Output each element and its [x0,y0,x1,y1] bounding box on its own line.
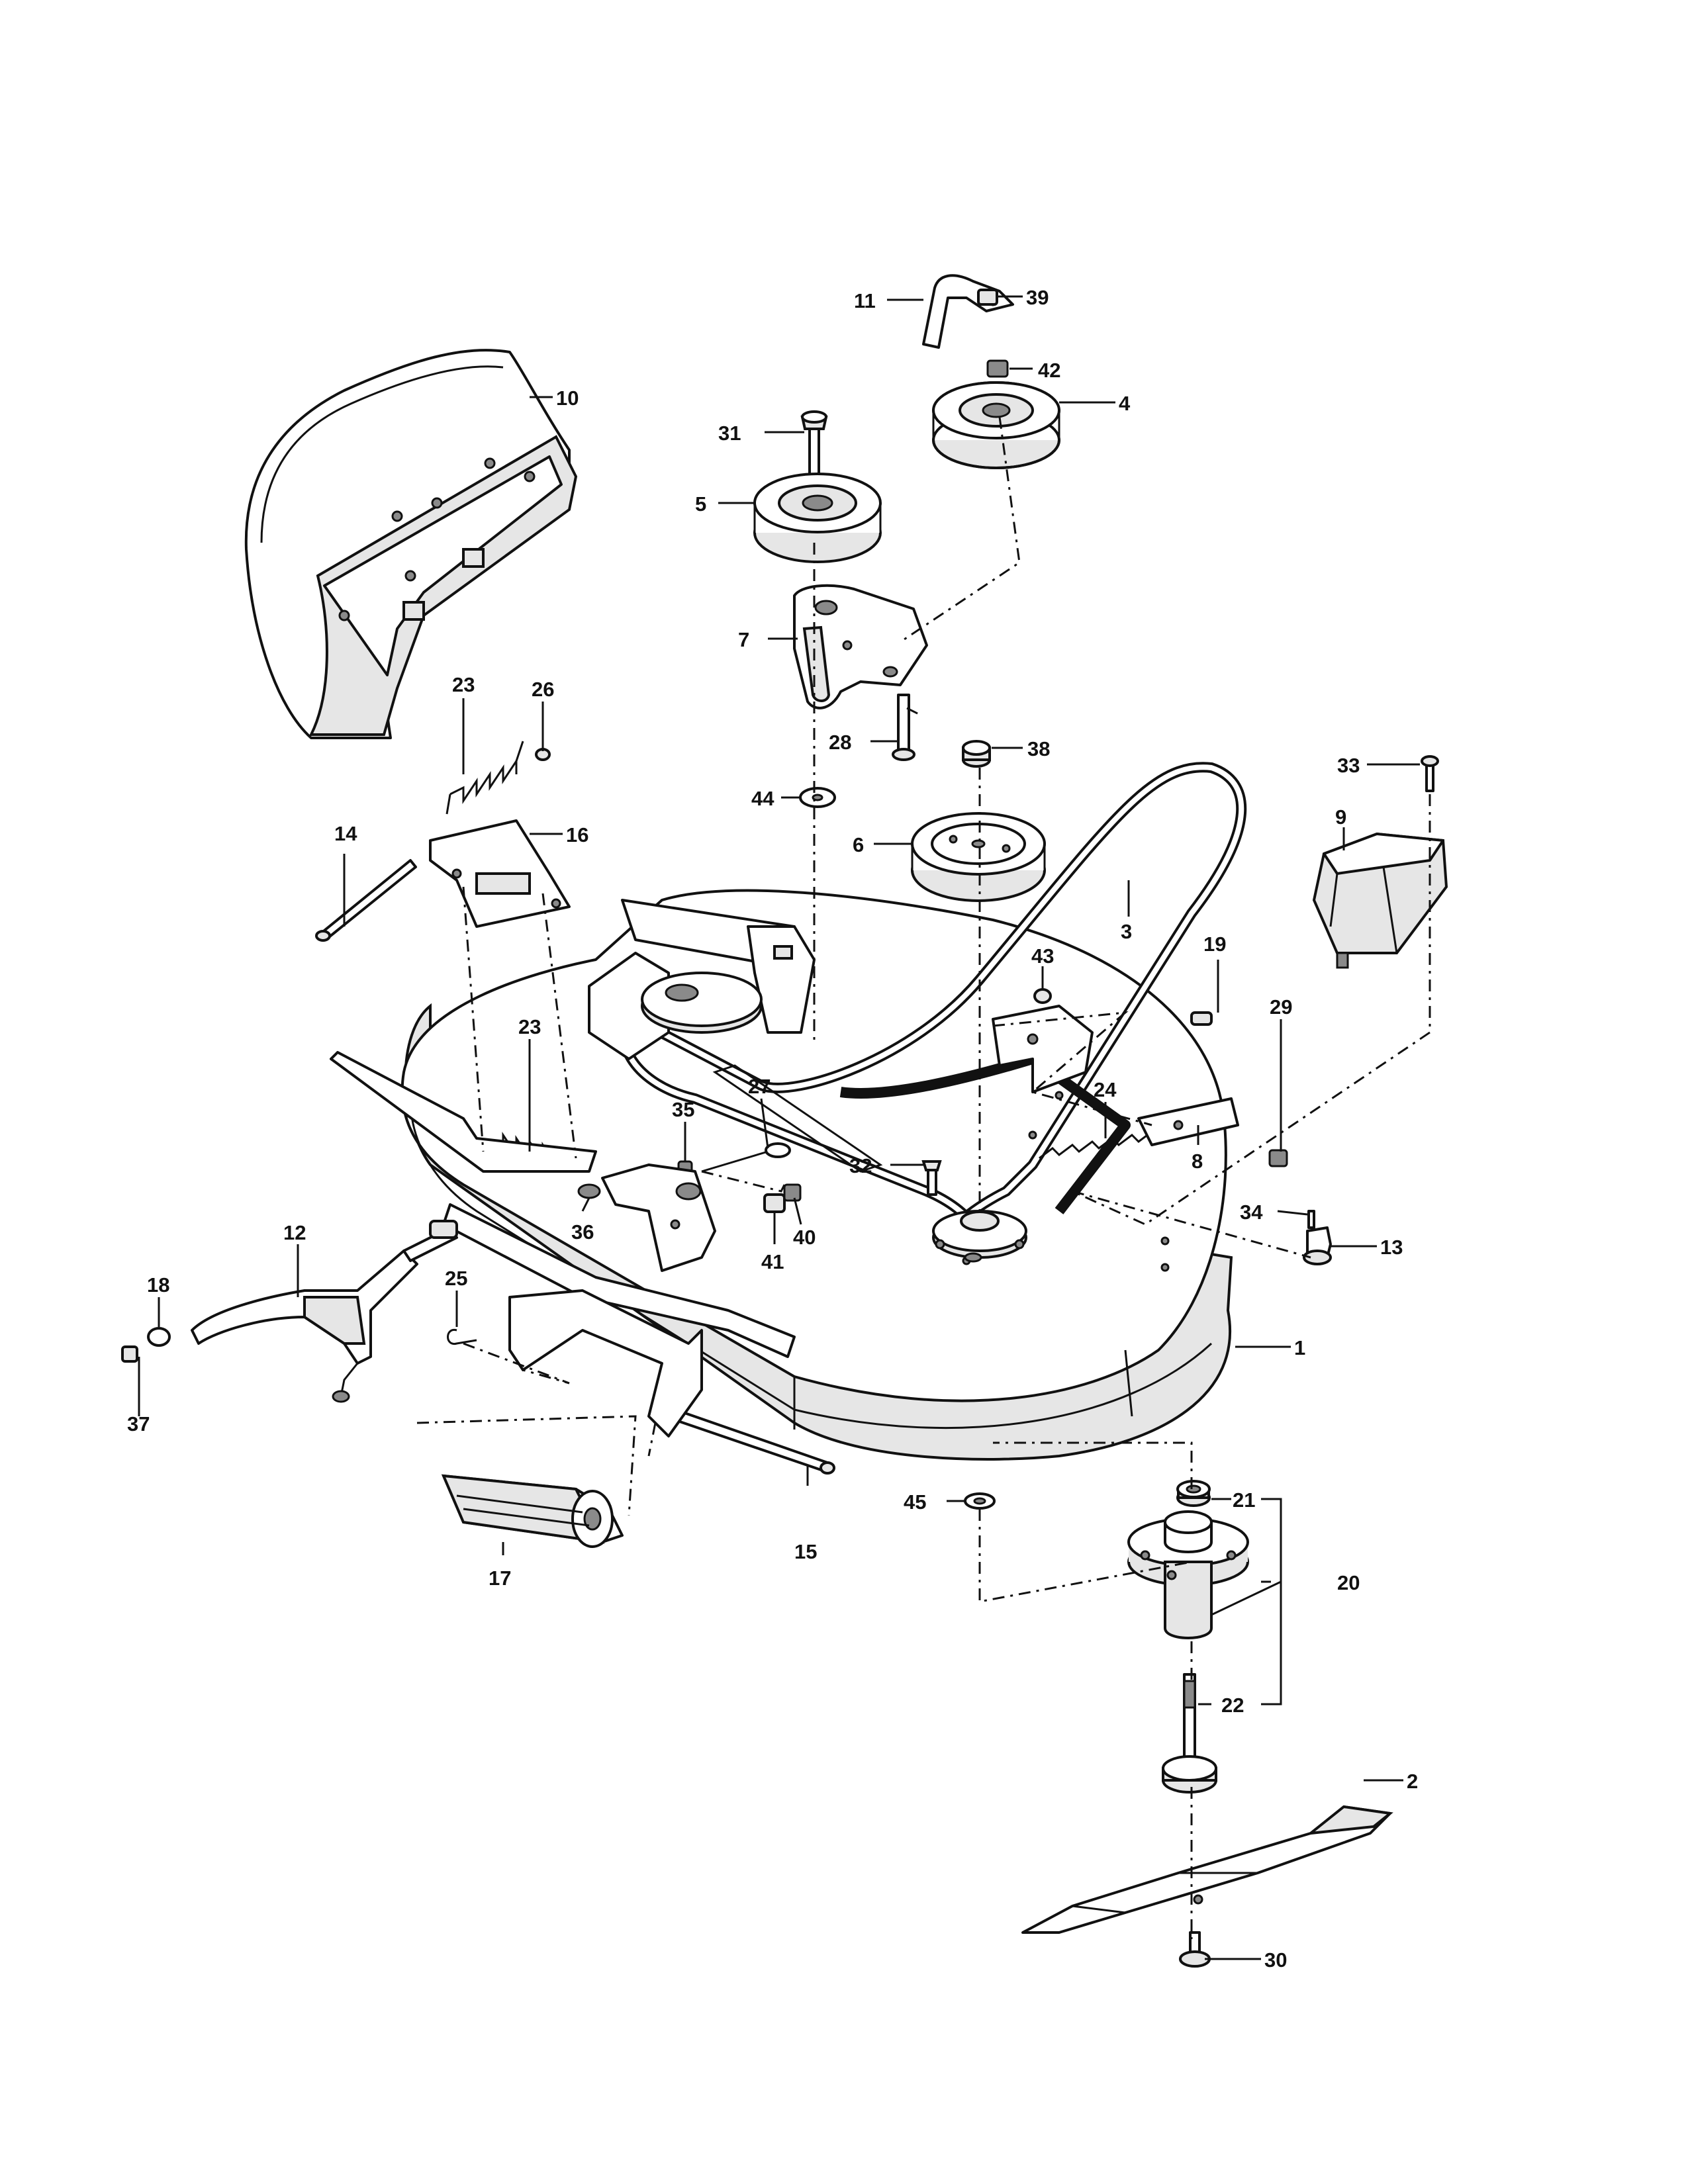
part-9-belt-cover [1312,832,1448,969]
part-13-gauge-wheel-stud [1303,1226,1332,1265]
part-11-idler-arm-lever [922,274,1014,349]
part-42-nut [986,359,1009,378]
part-41-nut [763,1193,786,1213]
callout-14: 14 [334,822,357,845]
part-21-bearing [1176,1480,1211,1507]
part-38-nut [962,740,991,768]
callout-11: 11 [854,289,876,312]
part-2-mower-blade [1021,1805,1393,1934]
part-4-idler-pulley [932,381,1060,469]
deck-pivot-bracket [601,1163,716,1272]
callout-1: 1 [1294,1336,1305,1359]
callout-40: 40 [793,1226,816,1249]
callout-28: 28 [829,731,851,754]
callout-9: 9 [1335,805,1346,829]
part-44-washer [799,787,836,808]
callout-33: 33 [1337,754,1360,777]
part-6-drive-pulley [911,812,1046,902]
deck-front-bar [442,1203,796,1358]
callout-4: 4 [1119,392,1131,415]
callout-37: 37 [127,1412,150,1435]
callout-20: 20 [1337,1571,1360,1594]
callout-7: 7 [738,628,749,651]
part-17-anti-scalp-roller [441,1474,624,1548]
callout-24: 24 [1094,1078,1117,1101]
part-18-washer [147,1327,171,1347]
callout-41: 41 [761,1250,784,1273]
callout-25: 25 [445,1267,467,1290]
callout-18: 18 [147,1273,169,1297]
part-25-hairpin-clip [447,1329,477,1345]
callout-8: 8 [1192,1150,1203,1173]
callout-22: 22 [1221,1694,1244,1717]
callout-10: 10 [556,387,579,410]
callout-34: 34 [1240,1201,1263,1224]
callout-29: 29 [1270,995,1292,1019]
part-5-idler-pulley [753,473,882,563]
callout-39: 39 [1026,286,1049,309]
callout-45: 45 [904,1490,926,1514]
callout-12: 12 [283,1221,306,1244]
callout-leader-lines [138,295,1420,1960]
callout-2: 2 [1407,1770,1418,1793]
part-45-nut [964,1492,996,1510]
callout-6: 6 [853,833,864,856]
callout-32: 32 [849,1154,872,1177]
part-1-mower-deck [400,889,1233,1461]
callout-5: 5 [695,492,706,516]
part-15-rod [673,1408,835,1475]
part-43-washer [1033,988,1052,1004]
part-37-nut [121,1345,138,1363]
part-34-screw [1307,1210,1315,1229]
callout-21: 21 [1233,1488,1255,1512]
callout-19: 19 [1203,933,1226,956]
callout-15: 15 [794,1540,817,1563]
part-40-nut [783,1183,802,1202]
part-29-nut [1268,1149,1288,1167]
callout-36: 36 [571,1220,594,1244]
callout-42: 42 [1038,359,1060,382]
part-12-front-link [191,1220,458,1403]
part-10-discharge-chute [244,349,578,739]
callout-31: 31 [718,422,741,445]
callout-43: 43 [1031,944,1054,968]
spring-bracket [992,1005,1094,1093]
part-20-spindle-housing [1127,1510,1249,1639]
part-8-bracket [1137,1097,1239,1146]
part-7-idler-bracket [793,584,928,709]
callout-17: 17 [489,1567,511,1590]
part-32-bolt [921,1160,942,1196]
callout-23b: 23 [518,1015,541,1038]
part-31-bolt [800,410,828,484]
lift-arm [330,1051,597,1173]
deck-hanger-brackets [508,1289,703,1437]
part-36-bushing [577,1183,601,1199]
part-19-pin [1190,1011,1213,1026]
deck-spindle-pulley [932,1210,1027,1263]
part-14-rod [315,859,417,942]
callout-labels: 1 2 3 4 5 6 7 8 9 10 11 12 13 14 15 16 1… [127,286,1418,1972]
deck-pulley-bracket [588,899,816,1060]
part-24-spring [1039,1130,1160,1160]
callout-44: 44 [751,787,774,810]
callout-38: 38 [1027,737,1050,760]
callout-13: 13 [1380,1236,1403,1259]
part-39-nut [977,289,998,306]
callout-35: 35 [672,1098,694,1121]
callout-30: 30 [1264,1948,1287,1972]
part-30-blade-bolt [1179,1931,1211,1968]
assembly-guide-lines [416,416,1431,1939]
callout-23a: 23 [452,673,475,696]
part-27-lift-link [701,1064,883,1173]
callout-27: 27 [748,1075,771,1098]
part-28-bolt [892,694,915,761]
part-33-screw [1421,755,1439,792]
callout-3: 3 [1121,920,1132,943]
callout-16: 16 [566,823,588,846]
part-23-spring-upper [445,741,524,815]
part-16-lift-bracket [429,819,571,928]
part-22-spindle-shaft [1162,1673,1217,1794]
callout-26: 26 [532,678,554,701]
